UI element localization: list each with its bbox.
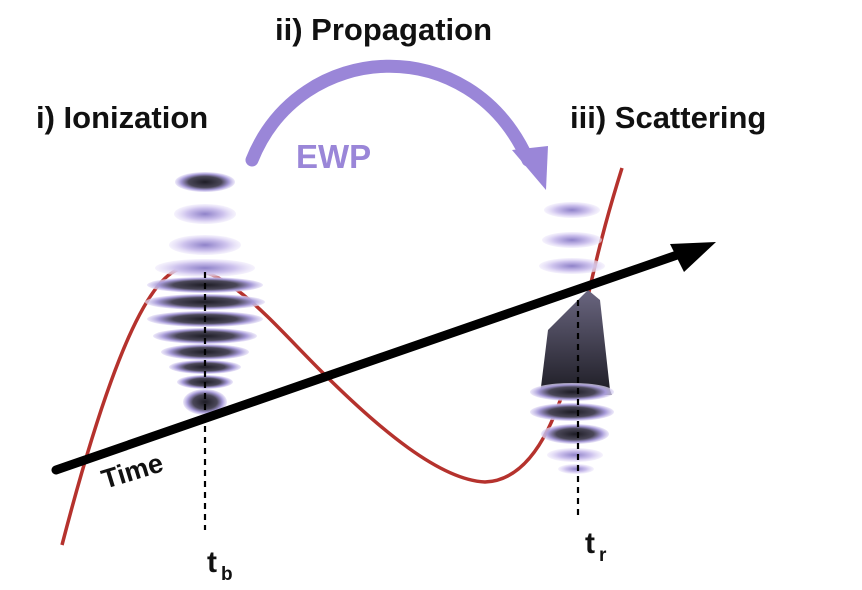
ionization-label: i) Ionization	[36, 100, 209, 135]
field-wave	[60, 167, 624, 546]
tb-main: t	[207, 546, 217, 579]
tr-subscript: r	[599, 545, 607, 566]
propagation-arrow	[245, 59, 548, 190]
tb-subscript: b	[221, 564, 233, 585]
ewp-label: EWP	[296, 138, 372, 175]
propagation-label: ii) Propagation	[275, 12, 492, 47]
wave-packet-scattering	[530, 202, 614, 474]
time-axis-arrow	[51, 242, 716, 475]
scattering-label: iii) Scattering	[570, 100, 767, 135]
wave-packet-ionization	[145, 172, 265, 415]
tr-main: t	[585, 527, 595, 560]
